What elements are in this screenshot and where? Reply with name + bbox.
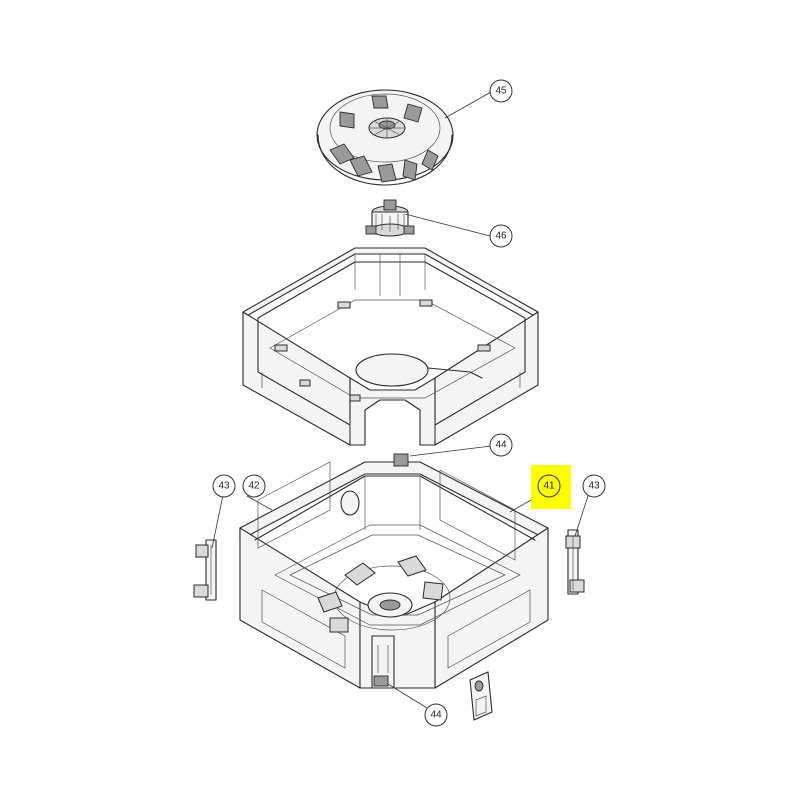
callout-label-43-left: 43 [218, 481, 230, 492]
callout-44-lower: 44 [424, 703, 448, 727]
leader-lines [211, 91, 589, 709]
callout-43-right: 43 [582, 474, 606, 498]
callout-label-46: 46 [495, 231, 507, 242]
callout-label-44-lower: 44 [430, 710, 442, 721]
callout-45: 45 [489, 79, 513, 103]
drain-pan [242, 247, 539, 446]
callout-label-41: 41 [543, 481, 555, 492]
fan-guard [317, 555, 451, 633]
hanger-left [193, 539, 217, 601]
callout-43-left: 43 [212, 474, 236, 498]
frame-body [239, 453, 549, 689]
callout-label-42: 42 [248, 481, 260, 492]
callout-44-upper: 44 [489, 433, 513, 457]
callout-label-44-upper: 44 [495, 440, 507, 451]
fan-motor [365, 199, 415, 237]
fan-impeller [316, 89, 454, 186]
callout-42: 42 [242, 474, 266, 498]
hanger-right [565, 529, 585, 595]
callout-label-45: 45 [495, 86, 507, 97]
callout-label-43-right: 43 [588, 481, 600, 492]
mounting-plate [469, 671, 493, 721]
callout-46: 46 [489, 224, 513, 248]
callout-41-highlighted: 41 [531, 465, 571, 509]
